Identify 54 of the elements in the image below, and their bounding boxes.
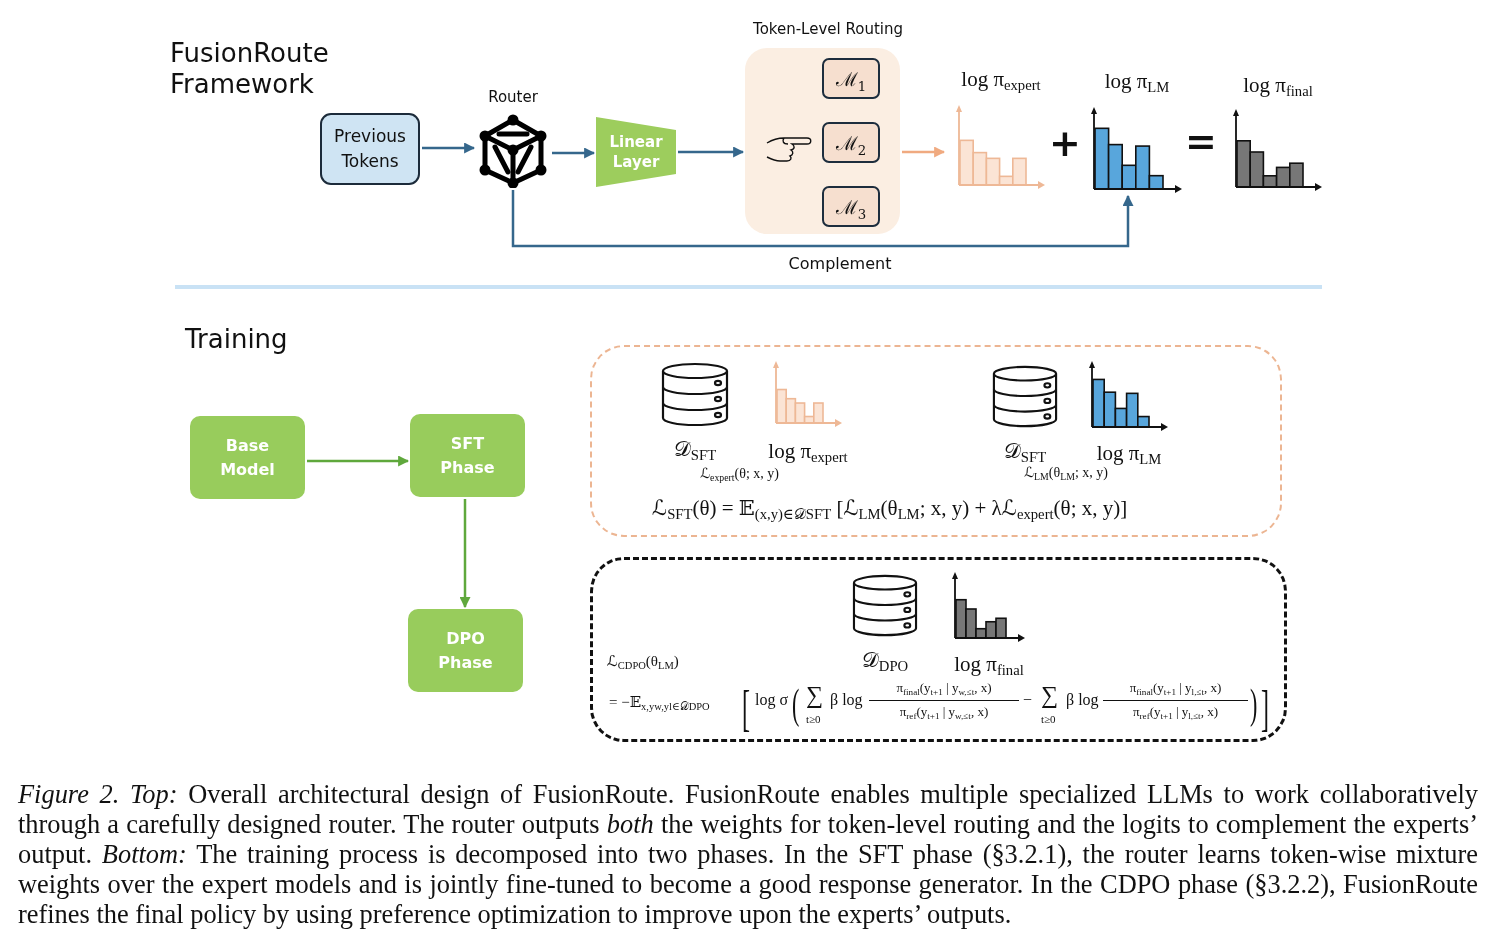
formula-label: log π$_{LM}$	[1104, 68, 1170, 94]
formula-label: log π$_{final}$	[1243, 72, 1313, 98]
fraction-denominator: π$_{ref}$(y$_{t+1}$ | y$_{w,≤t}$, x)	[898, 704, 990, 720]
model-box: ℳ$_{1}$	[822, 58, 880, 99]
panel-heading: Token-Level Routing	[753, 20, 903, 38]
formula-label: log π$_{final}$	[954, 651, 1024, 677]
formula-term: log σ	[755, 691, 789, 709]
bracket: ]	[1261, 683, 1269, 734]
formula-term: β log	[830, 691, 863, 709]
formula-label: 𝒟$_{SFT}$	[1003, 438, 1047, 464]
minus-sign: −	[1023, 691, 1033, 709]
formula-label: 𝒟$_{DPO}$	[861, 647, 909, 673]
loss-formula: ℒ$_{CDPO}$(θ$_{LM}$)	[607, 652, 679, 670]
phase-box: SFT Phase	[410, 414, 525, 497]
arrow	[678, 146, 745, 158]
figure-caption: Figure 2. Top: Overall architectural design of FusionRoute. FusionRoute enables multiple specialized LLMs to work collaboratively through a carefully designed router. The router outputs both the weights for token-level routing and the logits to complement the experts’ output. Bottom: The training process is decomposed into two phases. In the SFT phase (§3.2.1), the router learns token-wise mixture weights over the expert models and is jointly fine-tuned to become a good response generator. In the CDPO phase (§3.2.2), FusionRoute refines the final policy by using preference optimization to improve upon the experts’ outputs.	[18, 779, 1478, 929]
parenthesis: (	[792, 683, 800, 726]
arrow	[422, 142, 476, 154]
plus-sign: +	[1049, 124, 1081, 162]
equals-sign: =	[1185, 122, 1217, 160]
sum-limit: t≥0	[806, 713, 821, 725]
node-label: Router	[488, 88, 538, 106]
loss-formula: ℒ$_{LM}$(θ$_{LM}$; x, y)	[1024, 465, 1108, 481]
loss-formula: ℒ$_{SFT}$(θ) = 𝔼$_{(x,y)∈𝒟SFT}$ [ℒ$_{LM}$(θ$_{LM}$; x, y) + λℒ$_{expert}$(θ; x, y)]	[652, 496, 1128, 521]
arrow	[902, 146, 946, 158]
formula-label: log π$_{expert}$	[961, 66, 1041, 92]
parenthesis: )	[1250, 683, 1258, 726]
arrow	[459, 499, 471, 609]
phase-box: Base Model	[190, 416, 305, 499]
dashed-panel	[590, 345, 1282, 537]
arrow	[307, 455, 410, 467]
fraction-numerator: π$_{final}$(y$_{t+1}$ | y$_{l,≤t}$, x)	[1128, 680, 1223, 696]
formula-label: log π$_{expert}$	[768, 438, 848, 464]
sum-symbol: ∑	[806, 683, 824, 707]
fraction-numerator: π$_{final}$(y$_{t+1}$ | y$_{w,≤t}$, x)	[895, 680, 993, 696]
fraction-denominator: π$_{ref}$(y$_{t+1}$ | y$_{l,≤t}$, x)	[1132, 704, 1219, 720]
arrow	[511, 190, 1134, 248]
phase-box: DPO Phase	[408, 609, 523, 692]
node-label: Linear Layer	[609, 132, 663, 172]
section-heading: Training	[185, 324, 288, 355]
dashed-panel	[590, 557, 1287, 742]
formula-term: = −𝔼$_{x,yw,yl∈𝒟DPO}$	[609, 693, 710, 711]
arrow	[552, 147, 596, 159]
loss-formula: ℒ$_{expert}$(θ; x, y)	[700, 465, 779, 482]
section-heading: FusionRoute Framework	[170, 38, 329, 100]
model-box: ℳ$_{3}$	[822, 186, 880, 227]
formula-term: β log	[1066, 691, 1099, 709]
formula-label: log π$_{LM}$	[1096, 440, 1162, 466]
model-box: ℳ$_{2}$	[822, 122, 880, 163]
sum-limit: t≥0	[1041, 713, 1056, 725]
bracket: [	[742, 683, 750, 734]
formula-label: 𝒟$_{SFT}$	[673, 436, 717, 462]
process-box: Previous Tokens	[320, 113, 420, 185]
sum-symbol: ∑	[1041, 683, 1059, 707]
